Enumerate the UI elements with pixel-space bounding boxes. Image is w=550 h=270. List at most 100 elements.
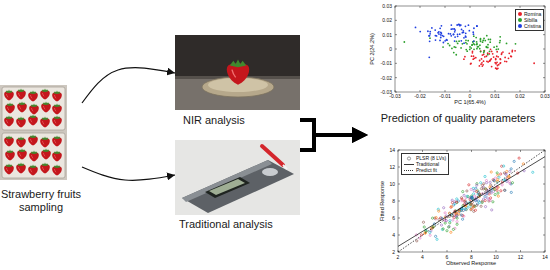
score-point	[476, 43, 478, 45]
score-point	[461, 43, 463, 45]
regression-point	[463, 194, 465, 196]
score-point	[446, 39, 448, 41]
tick-label: -0.02	[414, 94, 425, 99]
strawberry	[29, 104, 39, 115]
tick-label: -0.01	[381, 61, 392, 66]
tick-mark	[543, 77, 545, 78]
strawberry	[52, 116, 62, 127]
score-point	[465, 39, 467, 41]
score-point	[514, 50, 516, 52]
score-point	[487, 44, 489, 46]
regression-point	[458, 213, 460, 215]
tick-mark	[520, 150, 521, 152]
strawberry	[40, 117, 50, 128]
regression-point	[435, 216, 437, 218]
regression-point	[435, 235, 437, 237]
score-point	[465, 42, 467, 44]
score-point	[496, 51, 498, 53]
legend-entry: PLSR (8 LVs)	[404, 155, 446, 161]
regression-point	[490, 192, 492, 194]
legend-entry: Sibilla	[518, 17, 541, 23]
strawberry	[17, 102, 27, 113]
tick-label: 12	[518, 255, 524, 260]
regression-point	[456, 220, 458, 222]
regression-point	[458, 210, 460, 212]
score-point	[494, 62, 496, 64]
score-point	[479, 60, 481, 62]
tick-label: 0.03	[540, 94, 550, 99]
regression-point	[501, 184, 503, 186]
score-point	[458, 24, 460, 26]
tick-label: 8	[470, 255, 473, 260]
tick-label: 0	[389, 47, 392, 52]
score-point	[439, 27, 441, 29]
score-point	[449, 45, 451, 47]
score-point	[504, 60, 506, 62]
strawberry	[52, 136, 62, 147]
regression-point	[476, 184, 478, 186]
score-point	[501, 53, 503, 55]
score-point	[429, 31, 431, 33]
regression-point	[493, 180, 495, 182]
score-point	[434, 35, 436, 37]
score-point	[499, 42, 501, 44]
axis-title: PC 1(65.4%)	[454, 100, 486, 106]
tick-mark	[420, 6, 421, 8]
score-point	[471, 55, 473, 57]
line-sample	[404, 170, 414, 171]
regression-point	[497, 178, 499, 180]
tick-mark	[398, 235, 400, 236]
score-point	[448, 33, 450, 35]
score-point	[470, 63, 472, 65]
score-point	[463, 42, 465, 44]
tick-mark	[543, 150, 545, 151]
score-point	[460, 47, 462, 49]
regression-point	[463, 200, 465, 202]
score-point	[454, 36, 456, 38]
score-point	[450, 28, 452, 30]
score-point	[496, 61, 498, 63]
score-point	[427, 30, 429, 32]
score-point	[493, 46, 495, 48]
regression-point	[461, 198, 463, 200]
tick-label: -0.01	[439, 94, 450, 99]
regression-point	[419, 237, 421, 239]
axis-ticks	[395, 6, 545, 92]
strawberry	[16, 137, 26, 148]
tick-mark	[543, 252, 545, 253]
strawberry	[28, 115, 38, 126]
strawberry	[52, 165, 62, 176]
score-point	[476, 25, 478, 27]
regression-point	[496, 189, 498, 191]
regression-point	[429, 234, 431, 236]
regression-point	[486, 182, 488, 184]
score-point	[510, 55, 512, 57]
score-point	[496, 55, 498, 57]
regression-point	[498, 176, 500, 178]
score-point	[468, 30, 470, 32]
score-point	[483, 50, 485, 52]
score-point	[429, 37, 431, 39]
axis-title: Observed Response	[446, 261, 496, 267]
line-sample	[404, 164, 414, 165]
regression-point	[481, 200, 483, 202]
tick-mark	[545, 90, 546, 92]
regression-point	[484, 195, 486, 197]
score-point	[504, 56, 506, 58]
tick-label: 0.02	[515, 94, 525, 99]
regression-point	[449, 222, 451, 224]
legend-text: Romina	[524, 11, 541, 17]
score-point	[488, 53, 490, 55]
score-point	[457, 35, 459, 37]
tick-mark	[471, 250, 472, 252]
tick-mark	[395, 49, 397, 50]
strawberry	[40, 137, 50, 148]
score-point	[435, 39, 437, 41]
tick-mark	[395, 77, 397, 78]
score-point	[480, 40, 482, 42]
legend-text: PLSR (8 LVs)	[416, 155, 446, 161]
score-point	[499, 36, 501, 38]
marker-sample	[407, 156, 410, 159]
